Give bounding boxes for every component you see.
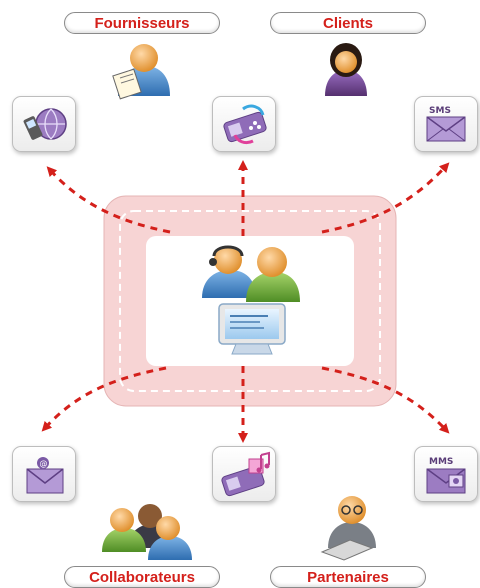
phone-music-icon xyxy=(221,451,270,497)
arrow-bottom-right xyxy=(321,366,450,434)
tile-phone-sync xyxy=(212,96,276,152)
globe-phone-icon xyxy=(23,108,67,140)
label-partners: Partenaires xyxy=(270,566,426,588)
sms-text: SMS xyxy=(429,106,451,116)
mms-text: MMS xyxy=(429,457,453,467)
partner-person-icon xyxy=(320,496,376,561)
sms-envelope-icon: SMS xyxy=(426,106,466,142)
tile-phone-music xyxy=(212,446,276,502)
client-person-icon xyxy=(325,43,367,96)
label-clients: Clients xyxy=(270,12,426,34)
arrows xyxy=(41,160,450,443)
tile-mms: MMS xyxy=(414,446,478,502)
arrow-top-left xyxy=(46,166,171,234)
arrow-top-right xyxy=(321,162,450,234)
mms-envelope-icon: MMS xyxy=(426,457,466,494)
label-suppliers: Fournisseurs xyxy=(64,12,220,34)
tile-globe-phone xyxy=(12,96,76,152)
tile-sms: SMS xyxy=(414,96,478,152)
arrow-bottom-left xyxy=(41,366,167,432)
email-envelope-icon: @ xyxy=(26,457,64,494)
supplier-person-icon xyxy=(112,44,170,100)
svg-text:@: @ xyxy=(40,459,48,468)
call-center-icon xyxy=(202,245,300,355)
tile-email: @ xyxy=(12,446,76,502)
collaborators-group-icon xyxy=(102,504,192,560)
phone-sync-icon xyxy=(223,104,267,145)
